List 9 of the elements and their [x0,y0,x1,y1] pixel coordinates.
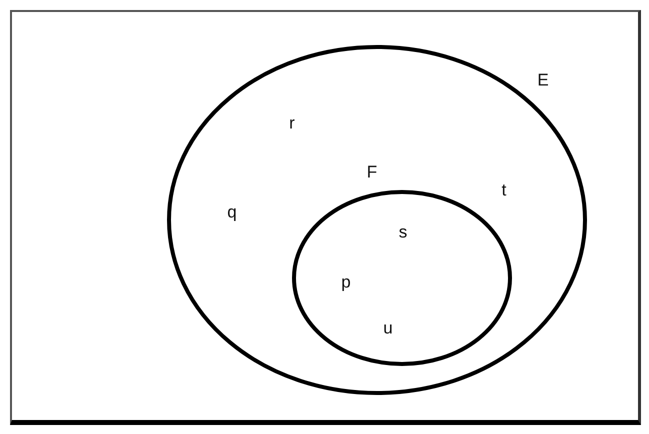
element-label: q [227,204,237,220]
element-label: r [289,114,295,132]
set-ellipse [167,45,587,395]
element-label: u [383,320,393,336]
element-label: t [502,182,506,198]
element-label: p [341,274,351,290]
set-label: F [366,164,378,180]
element-label: s [398,224,408,240]
set-label: E [537,72,549,88]
